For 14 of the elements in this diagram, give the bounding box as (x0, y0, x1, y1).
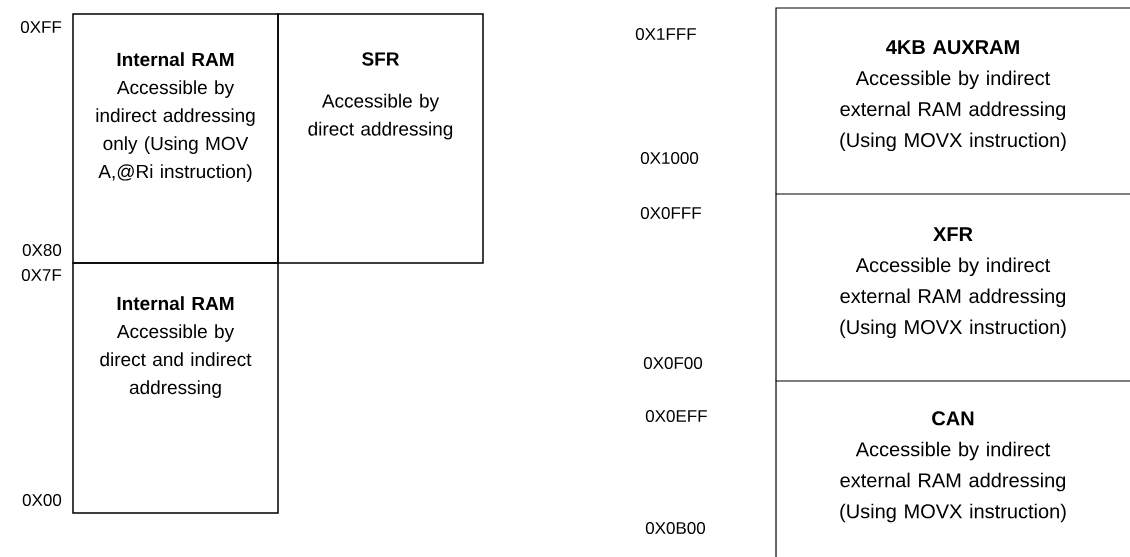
address-label: 0X80 (22, 244, 62, 257)
address-label: 0X0F00 (643, 357, 703, 370)
memory-block: 4KB AUXRAM Accessible by indirect external RAM addressing (Using MOVX instruction) (775, 7, 1130, 195)
memory-block: Internal RAM Accessible by indirect addressing only (Using MOV A,@Ri instruction) (72, 13, 279, 264)
address-label: 0X7F (21, 269, 62, 282)
memory-block: CAN Accessible by indirect external RAM addressing (Using MOVX instruction) (775, 380, 1130, 557)
memory-block: XFR Accessible by indirect external RAM addressing (Using MOVX instruction) (775, 193, 1130, 382)
memory-block: Internal RAM Accessible by direct and indirect addressing (72, 262, 279, 514)
memory-block: SFR Accessible by direct addressing (277, 13, 484, 264)
address-label: 0X0B00 (645, 522, 706, 535)
address-label: 0X0FFF (640, 207, 701, 220)
address-label: 0X0EFF (645, 410, 707, 423)
address-label: 0X1FFF (635, 28, 696, 41)
address-label: 0X1000 (640, 152, 699, 165)
